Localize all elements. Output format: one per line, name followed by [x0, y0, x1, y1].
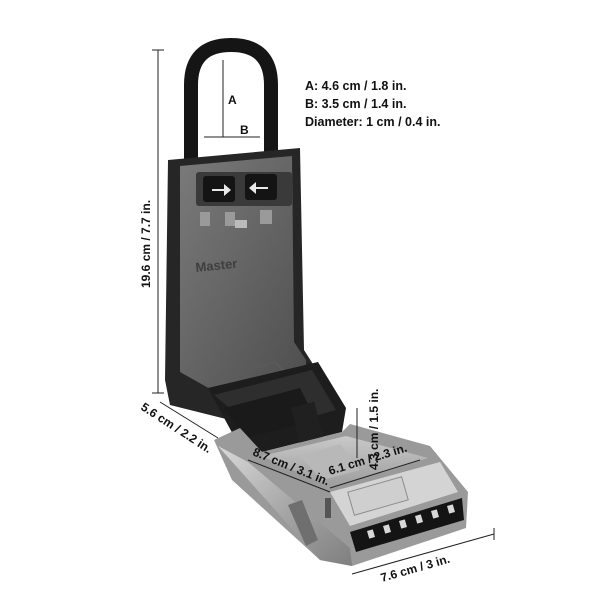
shackle: [184, 37, 278, 160]
dimension-lines: [152, 49, 495, 575]
lockbox-body: Master: [165, 148, 318, 420]
height-label: 19.6 cm / 7.7 in.: [139, 200, 153, 288]
brand-logo: Master: [195, 256, 238, 275]
spec-shackle-a: A: 4.6 cm / 1.8 in.: [305, 79, 407, 93]
inner-height-label: 4.3 cm / 1.5 in.: [367, 389, 381, 470]
shackle-dimensions: [204, 60, 260, 138]
arrow-right-icon: [212, 184, 231, 196]
shackle-b-label: B: [240, 123, 249, 137]
spec-shackle-b: B: 3.5 cm / 1.4 in.: [305, 97, 407, 111]
key-compartment: [214, 424, 468, 566]
shackle-a-label: A: [228, 93, 237, 107]
arrow-left-icon: [249, 182, 268, 194]
combination-dials: [367, 504, 455, 539]
spec-diameter: Diameter: 1 cm / 0.4 in.: [305, 115, 441, 129]
width-label: 7.6 cm / 3 in.: [379, 552, 451, 585]
open-lid: [208, 362, 346, 452]
